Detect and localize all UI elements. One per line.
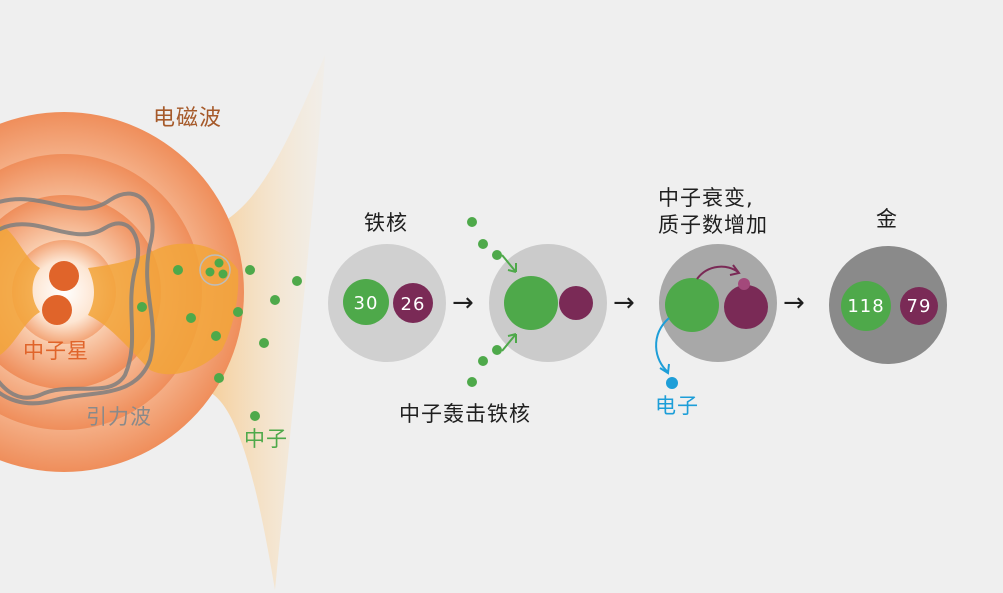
gravitational-wave-label: 引力波 [86, 405, 152, 429]
gravitational-wave-lines [0, 191, 155, 406]
neutron-capture-arrows [501, 254, 517, 352]
process-arrow-2: → [613, 288, 636, 318]
process-arrow-3: → [783, 288, 806, 318]
bombard-label: 中子轰击铁核 [399, 402, 531, 426]
gold-label: 金 [876, 207, 898, 231]
decay-conversion-arrow [696, 265, 739, 280]
new-proton [738, 278, 750, 290]
gold-neutron-ball [841, 281, 891, 331]
electron [666, 377, 678, 389]
iron-neutron-count: 30 [354, 293, 379, 314]
decay-label-line1: 中子衰变, [658, 186, 754, 210]
orange-jet [0, 225, 239, 375]
decay-conversion-arrowhead [729, 264, 741, 276]
gold-proton-ball [900, 287, 938, 325]
iron-proton-count: 26 [401, 294, 426, 315]
ejected-neutrons [137, 265, 302, 421]
electron-emission-arrow [655, 317, 670, 373]
electron-label: 电子 [655, 394, 699, 418]
iron-neutron-ball [343, 279, 389, 325]
iron-proton-ball [393, 283, 433, 323]
gold-proton-count: 79 [907, 296, 932, 317]
decay-label-line2: 质子数增加 [658, 213, 768, 237]
decay-neutron-ball [665, 278, 719, 332]
capture-proton-ball [559, 286, 593, 320]
iron-nucleus-label: 铁核 [364, 211, 408, 235]
electron-emission-arrowhead [659, 363, 670, 375]
neutron-cluster-ring [199, 254, 231, 286]
gold-neutron-count: 118 [847, 296, 884, 317]
neutron-star-label: 中子星 [23, 339, 89, 363]
neutron-cluster [205, 258, 228, 279]
neutron-star-lower [42, 295, 72, 325]
em-wave-label: 电磁波 [153, 106, 223, 131]
decay-proton-ball [724, 285, 768, 329]
capture-neutron-ball [504, 276, 558, 330]
ejecta-plume [205, 55, 325, 590]
neutron-star-upper [49, 261, 79, 291]
process-arrow-1: → [452, 288, 475, 318]
incoming-neutrons [467, 217, 502, 387]
neutron-label: 中子 [244, 427, 288, 451]
